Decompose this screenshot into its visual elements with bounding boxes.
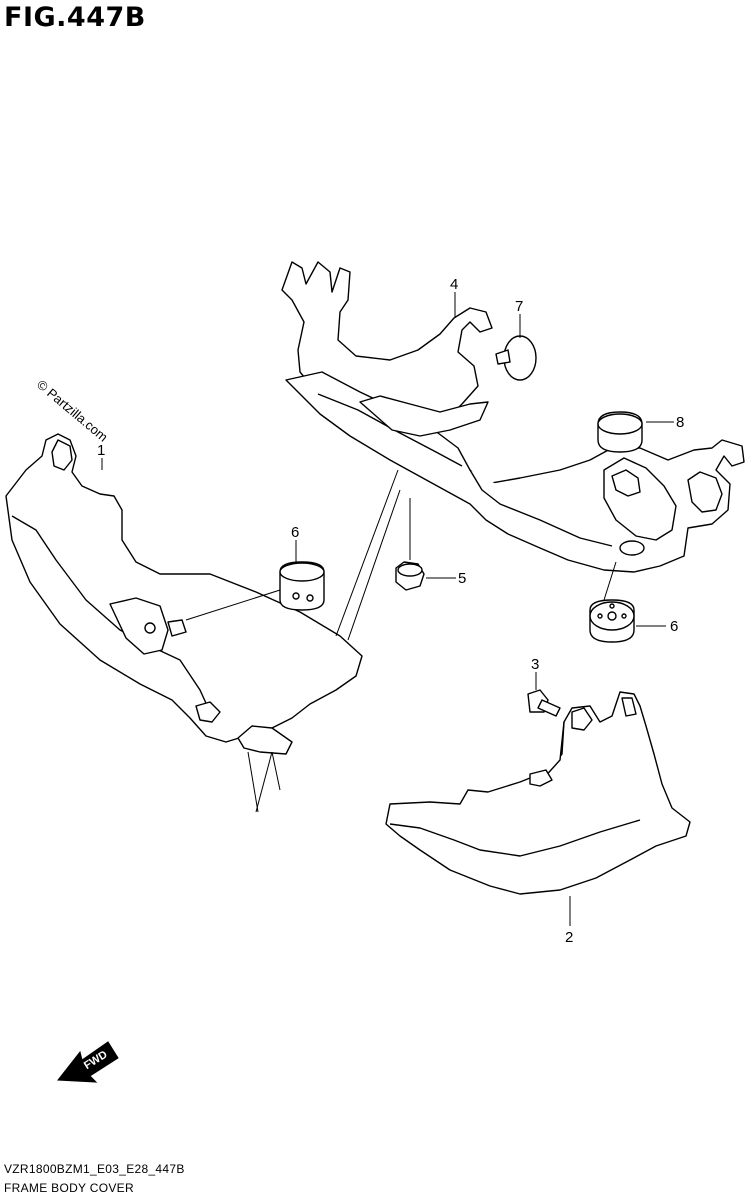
part-3-screw: [527, 689, 561, 717]
callout-1: 1: [97, 442, 105, 459]
callout-8: 8: [676, 414, 684, 431]
part-5-clip-nut: [395, 561, 425, 591]
part-4-upper-frame-cover: [281, 261, 745, 573]
callout-7: 7: [515, 298, 523, 315]
callout-6-left: 6: [291, 524, 299, 541]
part-7-push-rivet: [495, 335, 537, 381]
callout-5: 5: [458, 570, 466, 587]
watermark-text: © Partzilla.com: [34, 377, 111, 445]
callout-labels: 4 7 8 1 6 5 6 3 2: [97, 276, 684, 946]
callout-3: 3: [531, 656, 539, 673]
figure-title: FIG.447B: [4, 2, 146, 33]
leader-lines: [101, 292, 674, 926]
callout-2: 2: [565, 929, 573, 946]
figure-caption: FRAME BODY COVER: [4, 1181, 134, 1195]
callout-4: 4: [450, 276, 458, 293]
part-2-right-lower-cover: [385, 691, 691, 895]
fwd-direction-badge: FWD: [57, 1041, 119, 1083]
part-6b-grommet-right: [589, 599, 635, 643]
model-code: VZR1800BZM1_E03_E28_447B: [4, 1162, 185, 1176]
part-8-cushion: [597, 411, 643, 453]
callout-6-right: 6: [670, 618, 678, 635]
part-1-left-lower-cover: [5, 433, 363, 755]
part-6a-grommet-left: [279, 561, 325, 611]
